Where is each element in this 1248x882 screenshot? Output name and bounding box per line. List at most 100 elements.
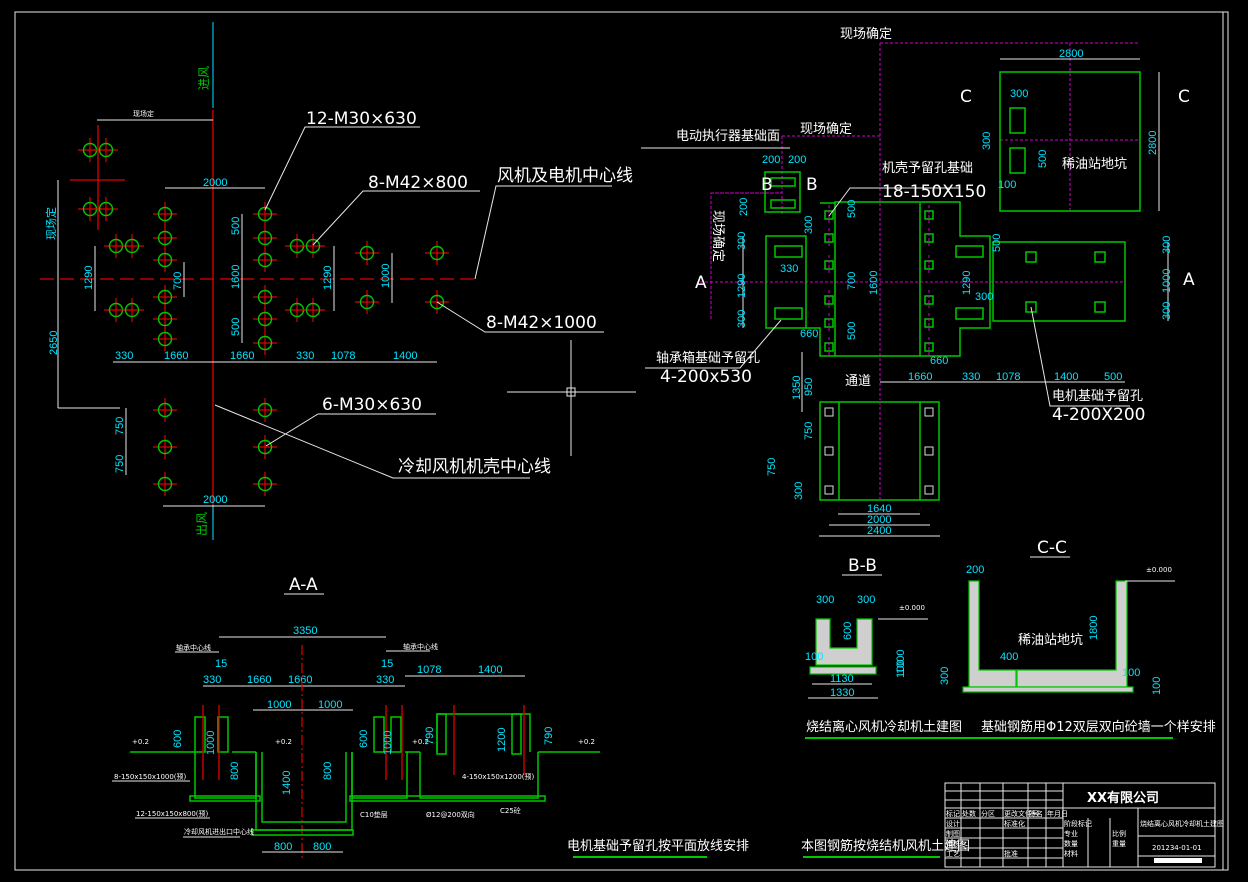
bearing-holes-spec: 4-200x530 xyxy=(660,367,752,387)
section-c-left: C xyxy=(960,87,972,107)
oil-pit-hole xyxy=(1009,107,1026,134)
aa-dim-330: 330 xyxy=(203,674,221,686)
dim-300-b: 300 xyxy=(736,310,748,328)
fan-motor-centerline-label: 风机及电机中心线 xyxy=(497,166,633,186)
dim-300-a: 300 xyxy=(816,594,834,606)
anchor-bolt-hole xyxy=(253,307,277,331)
dim-1078: 1078 xyxy=(996,371,1020,383)
dim-1000: 1000 xyxy=(380,264,392,288)
pocket xyxy=(373,716,385,753)
oil-pit-label: 稀油站地坑 xyxy=(1062,157,1127,172)
dim-300-mr1: 300 xyxy=(1161,236,1173,254)
actuator-hole xyxy=(770,199,796,209)
site-determined-2: 现场确定 xyxy=(800,122,852,137)
tb-row-label: 审核 xyxy=(946,839,960,848)
dim-1000-l: 1000 xyxy=(267,699,291,711)
fan-hole xyxy=(824,485,834,495)
dim-1000-vr: 1000 xyxy=(382,731,394,755)
anchor-bolt-hole xyxy=(253,226,277,250)
casing-holes-title: 机壳予留孔基础 xyxy=(882,161,973,176)
anchor-bolt-plan: 进风 出风 现场定 现场定 2650 2000 1290 700 500 160… xyxy=(40,22,633,540)
anchor-bolt-hole xyxy=(253,435,277,459)
actuator-base-label: 电动执行器基础面 xyxy=(676,129,780,144)
dim-1400: 1400 xyxy=(1054,371,1078,383)
anchor-bolt-hole xyxy=(253,398,277,422)
anchor-bolt-hole xyxy=(253,248,277,272)
aa-caption: 电机基础予留孔按平面放线安排 xyxy=(567,839,749,854)
fan-hole xyxy=(824,446,834,456)
dim-330: 330 xyxy=(780,263,798,275)
motor-hole xyxy=(1025,301,1037,313)
dim-500-top: 500 xyxy=(846,200,858,218)
dim-750-b: 750 xyxy=(766,458,778,476)
actuator-hole xyxy=(770,177,796,187)
anchor-bolt-hole xyxy=(153,226,177,250)
dim-15-l: 15 xyxy=(215,658,227,670)
passage-label: 通道 xyxy=(845,374,871,389)
dim-400: 400 xyxy=(1000,651,1018,663)
bolt-holes xyxy=(78,138,449,496)
dim-100-b: 100 xyxy=(1151,677,1163,695)
site-determined-1: 现场确定 xyxy=(840,27,892,42)
actuator-foundation xyxy=(764,171,801,213)
dim-300-mr2: 300 xyxy=(1161,302,1173,320)
tb-row-label: 工艺 xyxy=(946,850,960,858)
anchor-bolt-hole xyxy=(253,331,277,355)
dim-200-v: 200 xyxy=(738,198,750,216)
anchor-bolt-hole xyxy=(253,472,277,496)
leader-line xyxy=(214,404,530,479)
dim-1800: 1800 xyxy=(1088,616,1100,640)
dim-1290-right: 1290 xyxy=(322,266,334,290)
dim-300-a: 300 xyxy=(736,232,748,250)
fan-hole xyxy=(924,485,934,495)
drawing-name: 烧结离心风机冷却机土建图 xyxy=(1140,819,1224,828)
section-b-right: B xyxy=(806,175,818,195)
fan-hole xyxy=(924,446,934,456)
leader-line xyxy=(828,187,960,217)
pocket xyxy=(511,713,522,755)
dim-500-pit: 500 xyxy=(1037,150,1049,168)
site-determined-side: 现场定 xyxy=(44,207,58,240)
pocket xyxy=(436,713,447,755)
company-name: XX有限公司 xyxy=(1087,790,1159,806)
outlet-air-label: 出风 xyxy=(195,512,209,536)
dim-300-c: 300 xyxy=(803,216,815,234)
tb-right-label: 材料 xyxy=(1064,849,1078,858)
motor-hole xyxy=(1094,251,1106,263)
bb-caption: 烧结离心风机冷却机土建图 xyxy=(806,719,962,735)
dim-600-l: 600 xyxy=(172,730,184,748)
dim-300: 300 xyxy=(939,667,951,685)
dim-1600: 1600 xyxy=(868,271,880,295)
tb-row-label: 设计 xyxy=(946,819,960,828)
center-pit xyxy=(255,752,353,831)
drawing-number: 201234-01-01 xyxy=(1152,844,1202,852)
bb-elevation: ±0.000 xyxy=(899,604,925,612)
bearing-block-right xyxy=(351,752,408,799)
dim-1400: 1400 xyxy=(478,664,502,676)
fan-holes xyxy=(824,407,934,495)
section-aa-title: A-A xyxy=(289,575,318,595)
tb-right-label: 专业 xyxy=(1064,829,1078,838)
dim-200: 200 xyxy=(966,564,984,576)
tb-right-label: 数量 xyxy=(1064,839,1078,848)
dim-bottom-1660: 1660 xyxy=(164,350,188,362)
dim-1000-mr: 1000 xyxy=(1161,269,1173,293)
bb-concrete xyxy=(815,618,873,666)
dim-100-pit: 100 xyxy=(998,179,1016,191)
pocket xyxy=(390,716,402,753)
dim-2800-h: 2800 xyxy=(1147,131,1159,155)
casing-holes-spec: 18-150X150 xyxy=(882,182,986,202)
site-determined-top: 现场定 xyxy=(133,109,154,118)
cursor-crosshair[interactable] xyxy=(507,340,636,456)
section-bb: B-B 300 300 600 1000 100 100 1130 1330 ±… xyxy=(805,556,962,735)
footing xyxy=(349,795,546,802)
dim-750-a: 750 xyxy=(803,422,815,440)
bb-footing xyxy=(809,666,877,675)
bolt-group-8-m42-800: 8-M42×800 xyxy=(368,173,468,193)
tb-header-cell: 年月日 xyxy=(1047,809,1068,818)
note-1: 8-150x150x1000(预) xyxy=(114,772,187,781)
section-a-left: A xyxy=(695,273,707,293)
pit-footing xyxy=(251,829,354,836)
bearing-centerline-r: 轴承中心线 xyxy=(403,642,438,651)
